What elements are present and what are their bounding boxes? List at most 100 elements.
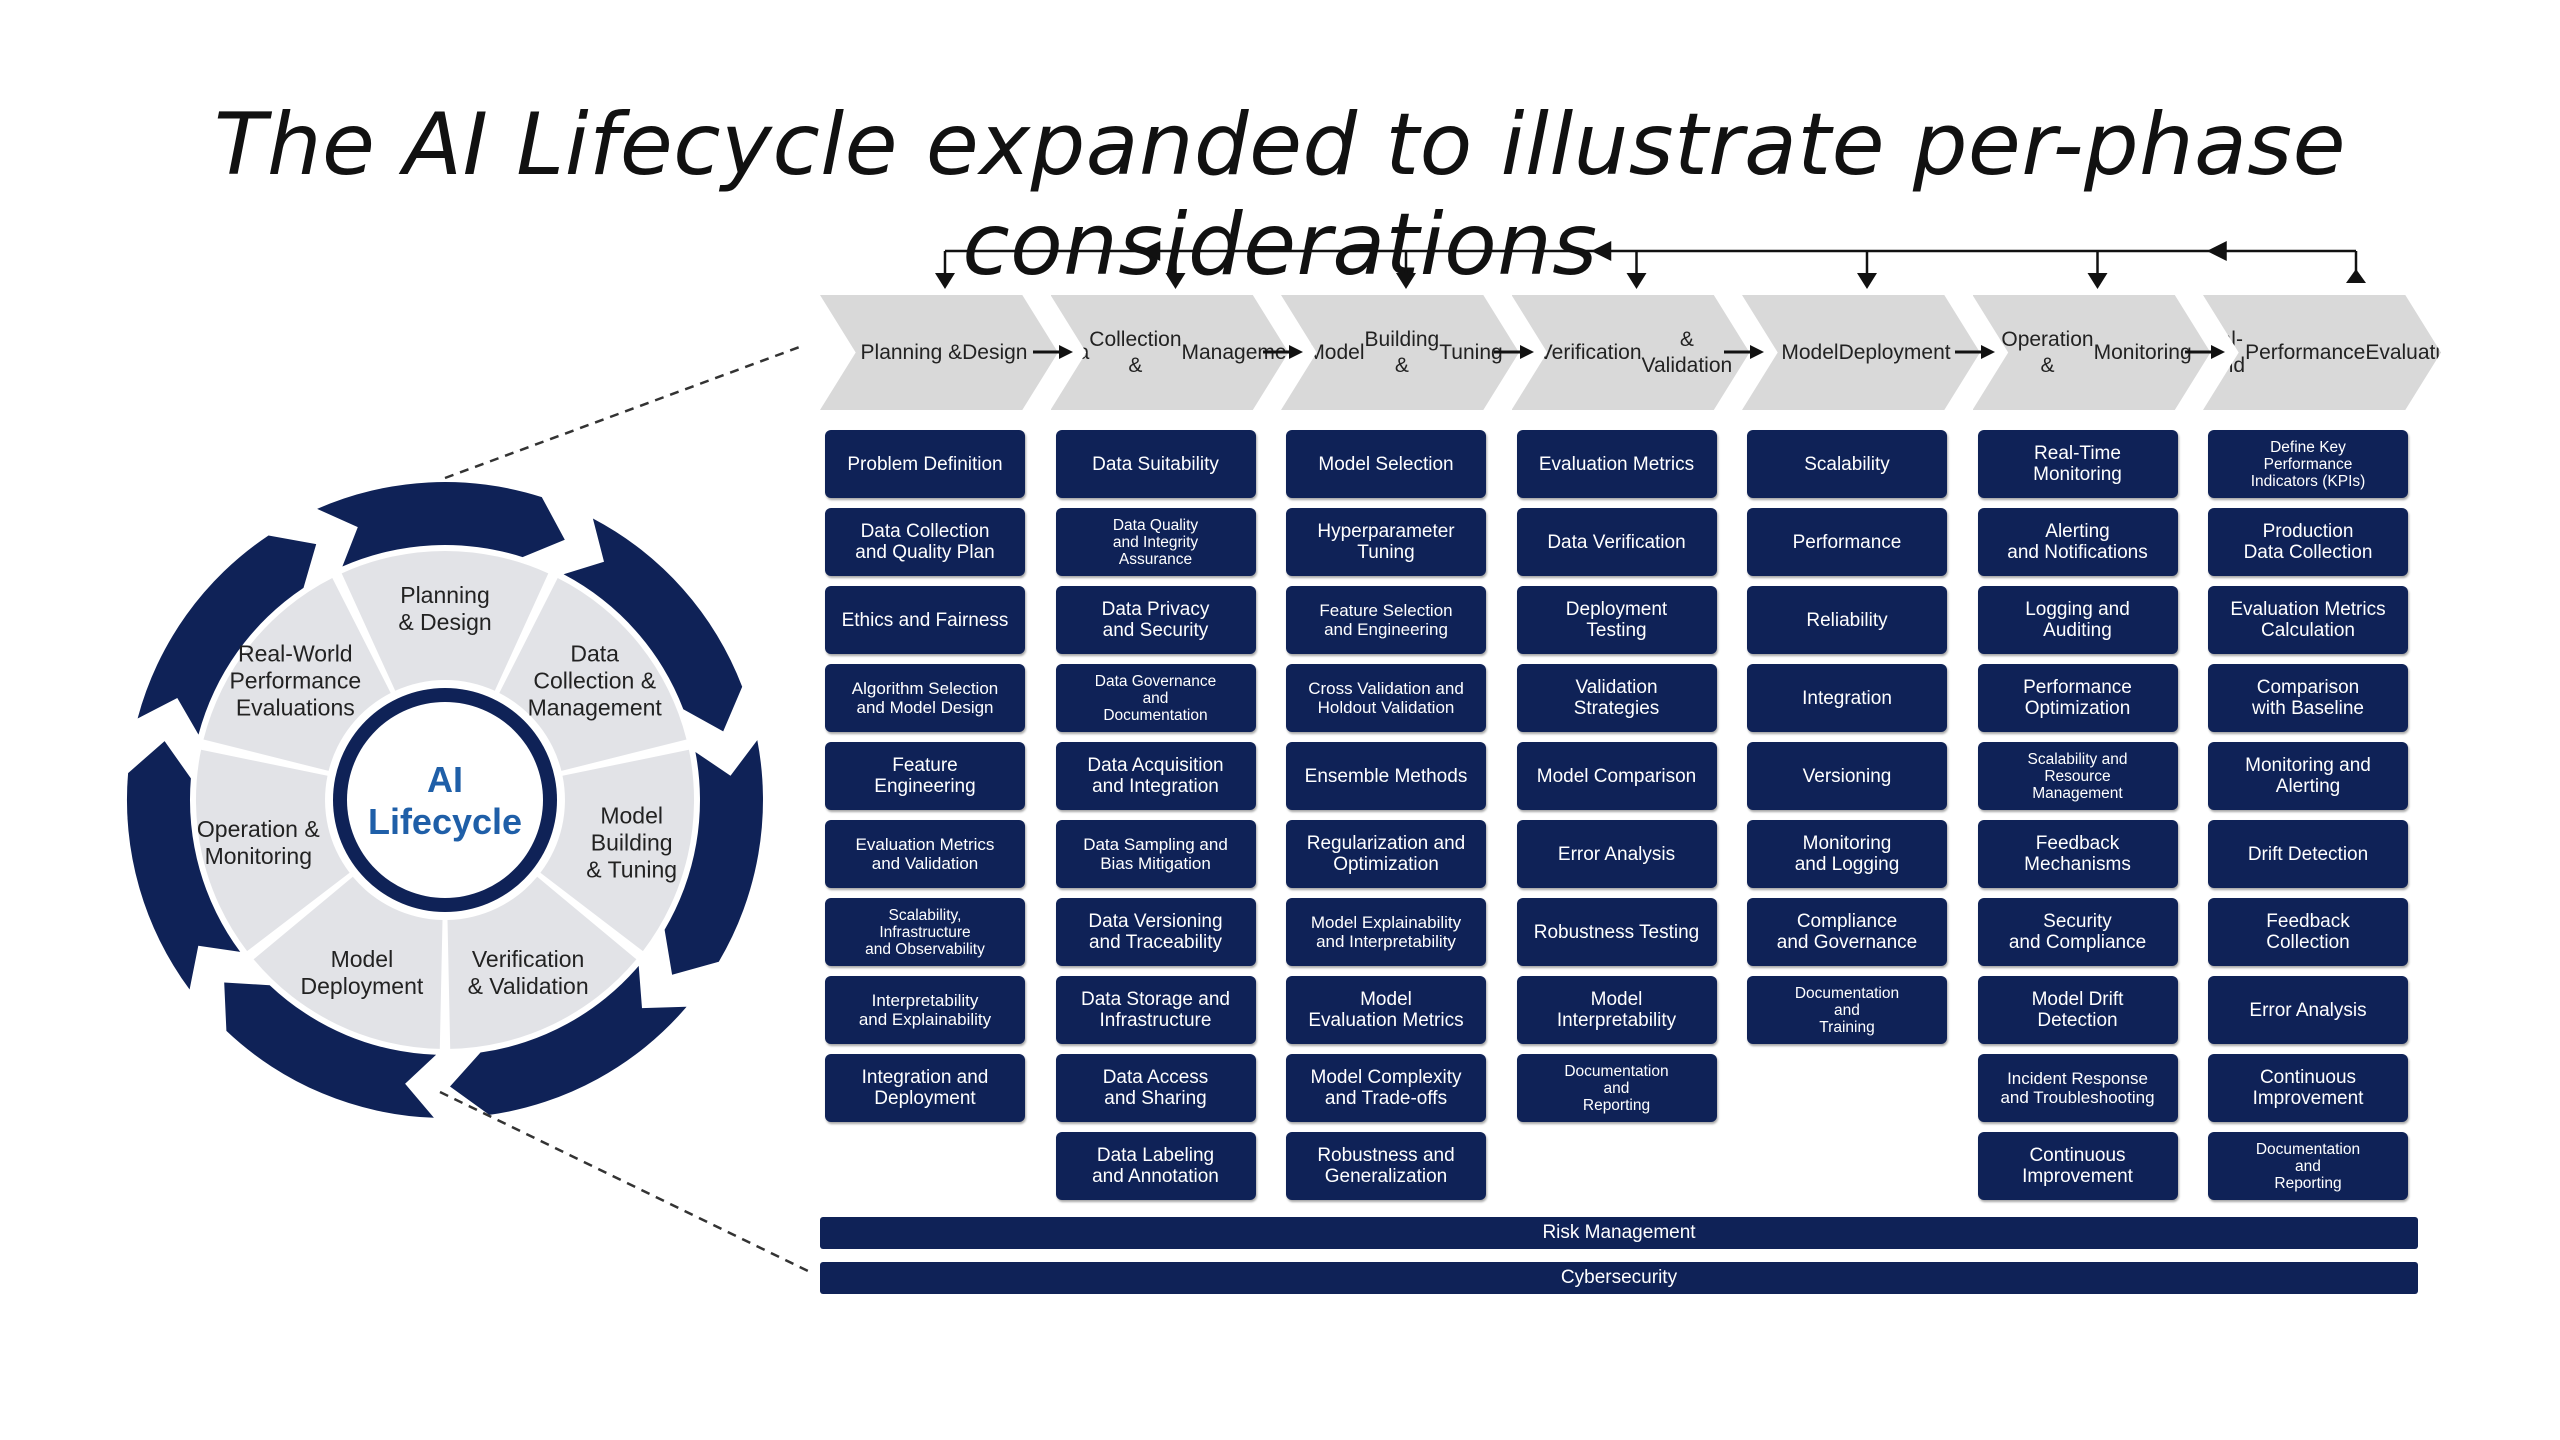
- consideration-text: Bias Mitigation: [1100, 854, 1211, 873]
- wheel-hub: [347, 702, 543, 898]
- consideration-text: and Explainability: [858, 1010, 992, 1029]
- consideration-text: Ethics and Fairness: [841, 609, 1009, 631]
- phase-arrow-icon: [1263, 345, 1303, 359]
- consideration-text: and Traceability: [1088, 932, 1223, 953]
- consideration-text: Holdout Validation: [1317, 698, 1455, 717]
- consideration-text: Data Storage and: [1081, 989, 1230, 1010]
- wheel-ring-arrow: [317, 482, 565, 567]
- consideration-text: and Troubleshooting: [2000, 1088, 2155, 1107]
- consideration-box: Versioning: [1747, 742, 1947, 810]
- consideration-text: Data Acquisition: [1087, 755, 1224, 776]
- cybersecurity-band: Cybersecurity: [820, 1262, 2418, 1294]
- phase-label-line: Design: [962, 340, 1028, 364]
- consideration-text: Problem Definition: [847, 453, 1003, 475]
- phase-label-line: Building &: [1364, 327, 1440, 377]
- consideration-text: Monitoring and: [2245, 755, 2371, 776]
- consideration-text: Model Drift: [2031, 989, 2124, 1010]
- consideration-text: and Quality Plan: [855, 542, 995, 563]
- wheel-ring-arrow: [126, 741, 241, 990]
- consideration-text: Feedback: [2266, 911, 2350, 932]
- consideration-text: Ensemble Methods: [1304, 765, 1468, 787]
- consideration-text: Evaluation Metrics: [1538, 453, 1695, 475]
- consideration-text: Define Key: [2270, 438, 2346, 456]
- wheel-ring-arrow: [450, 965, 687, 1115]
- wheel-segment-label: Operation &: [197, 816, 320, 842]
- consideration-text: Monitoring: [1802, 833, 1892, 854]
- feedback-arrows: [935, 241, 2366, 289]
- consideration-text: Model Complexity: [1310, 1067, 1462, 1088]
- consideration-text: Improvement: [2022, 1166, 2133, 1187]
- consideration-text: and Compliance: [2008, 932, 2147, 953]
- consideration-text: Indicators (KPIs): [2250, 472, 2366, 490]
- phase-arrow-icon: [1493, 345, 1534, 359]
- left-arrow-icon: [1591, 241, 1612, 261]
- consideration-text: Testing: [1586, 620, 1647, 641]
- phase-label: Operation &Monitoring: [2001, 295, 2191, 410]
- wheel-segment: [499, 578, 687, 771]
- consideration-text: Auditing: [2043, 620, 2112, 641]
- consideration-text: Infrastructure: [1099, 1010, 1212, 1031]
- consideration-box: Robustness Testing: [1516, 898, 1717, 966]
- consideration-text: Improvement: [2252, 1088, 2364, 1109]
- consideration-text: Documentation: [1103, 706, 1208, 724]
- left-arrow-icon: [2206, 241, 2227, 261]
- consideration-text: Deployment: [874, 1088, 976, 1109]
- wheel-segment-label: Collection &: [533, 668, 656, 694]
- consideration-text: Detection: [2037, 1010, 2118, 1031]
- wheel-center-label: AI: [427, 759, 463, 800]
- consideration-box: Ensemble Methods: [1286, 742, 1486, 810]
- down-arrow-icon: [1165, 273, 1186, 289]
- wheel-segment-label: Real-World: [238, 641, 353, 667]
- consideration-text: Feature: [892, 755, 958, 776]
- consideration-box: Scalability: [1747, 430, 1947, 498]
- wheel-segment-label: Deployment: [301, 973, 424, 999]
- consideration-text: Management: [2032, 784, 2123, 802]
- wheel-segment-label: Management: [528, 695, 663, 721]
- consideration-text: Model Comparison: [1536, 765, 1697, 787]
- consideration-box: Reliability: [1747, 586, 1947, 654]
- wheel-segment-label: Model: [331, 946, 394, 972]
- down-arrow-icon: [1396, 273, 1416, 289]
- consideration-text: Interpretability: [1556, 1010, 1677, 1031]
- wheel-ring-arrow: [137, 535, 317, 735]
- consideration-text: Regularization and: [1306, 833, 1466, 854]
- phase-chevron: Planning &Design: [820, 295, 1058, 410]
- consideration-text: Scalability: [1804, 453, 1890, 475]
- consideration-text: and Governance: [1776, 932, 1918, 953]
- down-arrow-icon: [935, 273, 955, 289]
- consideration-text: and Notifications: [2007, 542, 2148, 563]
- phase-label-line: Tuning: [1439, 340, 1503, 364]
- consideration-text: and: [1834, 1001, 1860, 1019]
- consideration-text: Data Quality: [1112, 516, 1199, 534]
- wheel-segment-label: Model: [600, 803, 663, 829]
- wheel-segment-label: & Tuning: [586, 857, 677, 883]
- consideration-text: Robustness Testing: [1533, 921, 1700, 943]
- connector-line-top: [444, 343, 806, 480]
- consideration-text: Data Suitability: [1092, 453, 1219, 475]
- consideration-text: and: [2295, 1157, 2321, 1175]
- consideration-text: Continuous: [2259, 1067, 2357, 1088]
- consideration-box: Data Verification: [1516, 508, 1717, 576]
- consideration-text: with Baseline: [2252, 698, 2364, 719]
- wheel-ring-arrow: [563, 518, 743, 732]
- wheel-segment: [447, 876, 637, 1049]
- consideration-text: Real-Time: [2034, 443, 2121, 464]
- consideration-text: Infrastructure: [879, 923, 971, 941]
